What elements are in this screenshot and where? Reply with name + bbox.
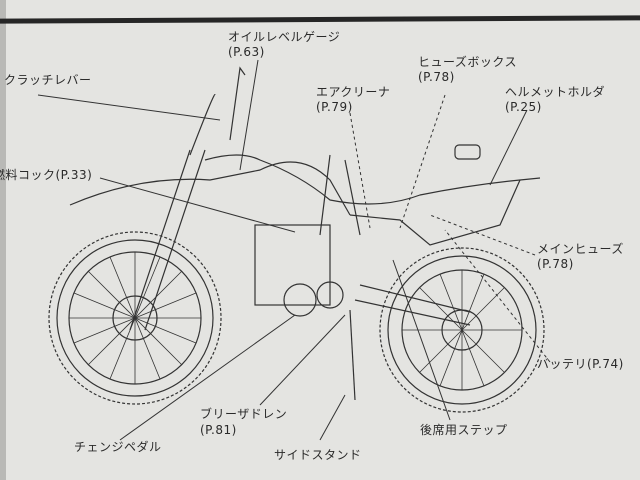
label-helmet-holder: ヘルメットホルダ: [505, 85, 606, 99]
label-main-fuse: メインヒューズ: [537, 242, 624, 256]
label-air-cleaner-page: (P.79): [316, 100, 353, 114]
label-clutch-lever: クラッチレバー: [4, 73, 92, 87]
label-oil-level-gauge: オイルレベルゲージ: [228, 30, 341, 44]
label-main-fuse-page: (P.78): [537, 257, 574, 271]
label-fuse-box: ヒューズボックス: [418, 55, 518, 69]
rear-wheel: [379, 247, 545, 413]
label-side-stand: サイドスタンド: [274, 448, 362, 462]
label-fuel-valve: 燃料コック(P.33): [0, 168, 93, 182]
label-air-cleaner: エアクリーナ: [316, 85, 391, 99]
label-passenger-footpeg: 後席用ステップ: [420, 423, 508, 437]
label-fuse-box-page: (P.78): [418, 70, 455, 84]
label-breather-drain-page: (P.81): [200, 423, 237, 437]
label-breather-drain: ブリーザドレン: [200, 407, 288, 421]
page-edge-shadow: [0, 0, 6, 480]
leader-lines: [37, 59, 551, 441]
label-helmet-holder-page: (P.25): [505, 100, 542, 114]
label-oil-level-gauge-page: (P.63): [228, 45, 265, 59]
label-battery: バッテリ(P.74): [537, 357, 624, 371]
front-wheel: [48, 231, 222, 405]
frame-and-body: [69, 66, 541, 401]
label-shift-pedal: チェンジペダル: [74, 440, 162, 454]
